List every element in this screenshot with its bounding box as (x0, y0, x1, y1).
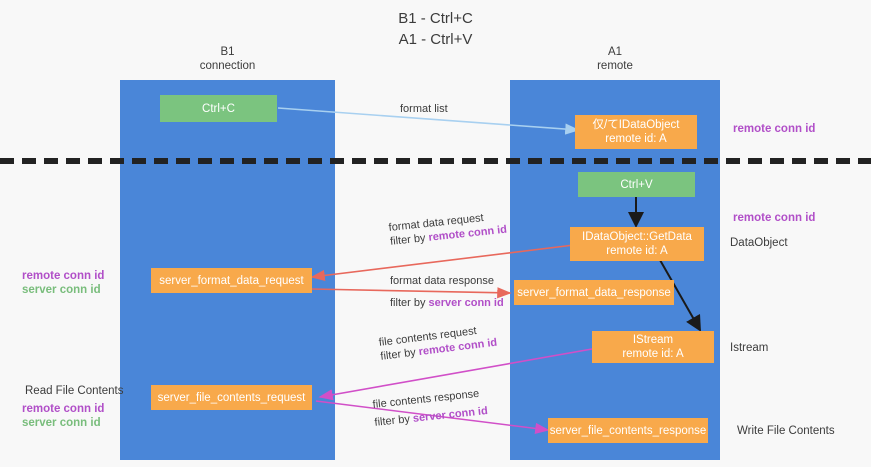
filter-prefix: filter by (379, 346, 420, 363)
filter-prefix: filter by (390, 297, 429, 309)
section-divider (0, 158, 871, 164)
edge-label-format-data-response-filter: filter by server conn id (390, 296, 504, 310)
edge-label-format-data-response-text: format data response (390, 275, 494, 287)
annotation-left-remote-conn-id-mid: remote conn id (22, 270, 105, 282)
filter-value-server-conn-id: server conn id (428, 297, 504, 309)
lane-title-a1: A1 remote (597, 46, 633, 72)
edge-label-format-list: format list (400, 103, 448, 115)
edge-label-format-data-request: format data request filter by remote con… (388, 209, 508, 249)
node-server-file-contents-request[interactable]: server_file_contents_request (151, 385, 312, 410)
edge-label-format-data-response: format data response filter by server co… (390, 274, 504, 310)
filter-prefix: filter by (373, 412, 414, 429)
annotation-left-server-conn-id-mid: server conn id (22, 284, 101, 296)
node-idataobject-getdata[interactable]: IDataObject::GetData remote id: A (570, 227, 704, 261)
node-server-format-data-response[interactable]: server_format_data_response (514, 280, 674, 305)
filter-value-server-conn-id: server conn id (412, 405, 489, 425)
annotation-left-server-conn-id-bot: server conn id (22, 417, 101, 429)
node-server-file-contents-response[interactable]: server_file_contents_response (548, 418, 708, 443)
edge-label-file-contents-request: file contents request filter by remote c… (378, 322, 498, 364)
lane-title-b1: B1 connection (199, 46, 256, 72)
edge-label-file-contents-response: file contents response filter by server … (372, 386, 488, 430)
node-server-format-data-request[interactable]: server_format_data_request (151, 268, 312, 293)
node-istream[interactable]: IStream remote id: A (592, 331, 714, 363)
node-ctrl-c[interactable]: Ctrl+C (160, 95, 277, 122)
node-idataobject[interactable]: 仅/てIDataObject remote id: A (575, 115, 697, 149)
annotation-remote-conn-id-top: remote conn id (733, 123, 816, 135)
annotation-write-file-contents: Write File Contents (737, 425, 835, 437)
annotation-istream: Istream (730, 342, 769, 354)
annotation-read-file-contents: Read File Contents (25, 385, 124, 397)
page-title: B1 - Ctrl+C A1 - Ctrl+V (398, 10, 473, 48)
annotation-dataobject: DataObject (730, 237, 788, 249)
annotation-remote-conn-id-mid: remote conn id (733, 212, 816, 224)
node-ctrl-v[interactable]: Ctrl+V (578, 172, 695, 197)
annotation-left-remote-conn-id-bot: remote conn id (22, 403, 105, 415)
filter-prefix: filter by (389, 231, 430, 248)
